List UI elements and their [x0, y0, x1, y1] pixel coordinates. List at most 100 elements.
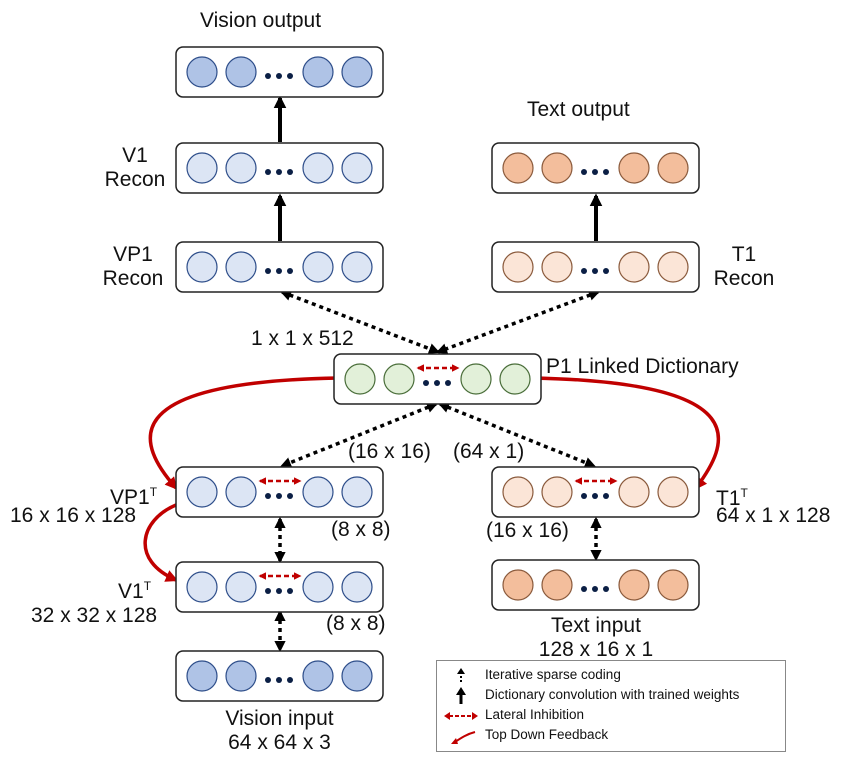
ellipsis-dot — [287, 169, 293, 175]
ellipsis-dot — [276, 588, 282, 594]
vp1t-name: VP1 — [110, 486, 150, 509]
v1t-dim-label: 32 x 32 x 128 — [31, 604, 158, 627]
vp1-recon-label-line1: VP1 — [113, 243, 153, 266]
neuron-node — [341, 571, 373, 603]
neuron-node — [341, 56, 373, 88]
text-input-label: Text input 128 x 16 x 1 — [482, 614, 710, 662]
neuron-node — [499, 363, 531, 395]
v1t-layer — [175, 561, 384, 613]
vp1-recon-label: VP1 Recon — [96, 243, 170, 291]
neuron-node — [225, 660, 257, 692]
legend-text: Lateral Inhibition — [485, 707, 585, 722]
neuron-node — [541, 476, 573, 508]
neuron-node — [302, 476, 334, 508]
ellipsis-dot — [265, 677, 271, 683]
neuron-node — [341, 660, 373, 692]
ellipsis-dot — [581, 586, 587, 592]
ellipsis-dot — [287, 268, 293, 274]
dim-1x1x512-label: 1 x 1 x 512 — [251, 327, 354, 350]
ellipsis-dot — [276, 169, 282, 175]
neuron-node — [657, 569, 689, 601]
ellipsis-dot — [276, 677, 282, 683]
ellipsis-dot — [276, 73, 282, 79]
ellipsis-dot — [276, 268, 282, 274]
ellipsis-dot — [592, 268, 598, 274]
neuron-node — [383, 363, 415, 395]
ellipsis-dot — [581, 493, 587, 499]
ellipsis-dot — [581, 169, 587, 175]
vp1t-dim-label: 16 x 16 x 128 — [10, 504, 137, 527]
ellipsis-dot — [603, 268, 609, 274]
ellipsis-dot — [581, 268, 587, 274]
ellipsis-dot — [287, 73, 293, 79]
neuron-node — [302, 571, 334, 603]
dim-8x8-upper-label: (8 x 8) — [331, 518, 391, 541]
legend-item: Dictionary convolution with trained weig… — [437, 686, 785, 706]
neuron-node — [541, 152, 573, 184]
legend-text: Top Down Feedback — [485, 727, 609, 742]
neuron-node — [618, 152, 650, 184]
neuron-node — [302, 152, 334, 184]
neuron-node — [502, 251, 534, 283]
neuron-node — [225, 152, 257, 184]
ellipsis-dot — [434, 380, 440, 386]
legend-item: Iterative sparse coding — [437, 666, 785, 686]
neuron-node — [302, 660, 334, 692]
neuron-node — [460, 363, 492, 395]
neuron-node — [618, 476, 650, 508]
vision-input-label-line2: 64 x 64 x 3 — [228, 731, 331, 754]
ellipsis-dot — [287, 493, 293, 499]
neuron-node — [225, 476, 257, 508]
v1-recon-layer — [175, 142, 384, 194]
vision-input-label: Vision input 64 x 64 x 3 — [176, 707, 383, 755]
v1t-label: V1T — [118, 574, 151, 604]
neuron-node — [541, 251, 573, 283]
neuron-node — [186, 251, 218, 283]
neuron-node — [657, 476, 689, 508]
ellipsis-dot — [276, 493, 282, 499]
vp1t-label: VP1T — [110, 480, 157, 510]
neuron-node — [657, 152, 689, 184]
red-dashed-double-arrow-icon — [444, 712, 478, 720]
neuron-node — [186, 660, 218, 692]
sparse-arrow-p1-t1recon — [435, 289, 601, 355]
dim-8x8-lower-label: (8 x 8) — [326, 612, 386, 635]
ellipsis-dot — [423, 380, 429, 386]
ellipsis-dot — [265, 268, 271, 274]
ellipsis-dot — [265, 73, 271, 79]
neuron-node — [502, 152, 534, 184]
neuron-node — [618, 569, 650, 601]
neuron-node — [186, 571, 218, 603]
legend-text: Iterative sparse coding — [485, 667, 621, 682]
text-input-label-line2: 128 x 16 x 1 — [538, 638, 654, 661]
neuron-node — [341, 251, 373, 283]
p1-linked-dictionary-label: P1 Linked Dictionary — [546, 355, 739, 378]
v1-recon-label: V1 Recon — [100, 144, 170, 192]
text-output-layer — [491, 142, 700, 194]
sparse-arrow-p1-t1t — [437, 402, 597, 468]
dim-16x16-text-label: (16 x 16) — [486, 519, 569, 542]
ellipsis-dot — [265, 493, 271, 499]
feedback-arrow-p1-to-t1t — [530, 376, 721, 491]
ellipsis-dot — [445, 380, 451, 386]
p1-linked-dictionary-layer — [333, 353, 542, 405]
legend-item: Lateral Inhibition — [437, 706, 785, 726]
neuron-node — [341, 476, 373, 508]
feedback-arrow-vp1t-to-v1t — [143, 503, 179, 582]
neuron-node — [502, 476, 534, 508]
neuron-node — [225, 251, 257, 283]
dim-16x16-top-label: (16 x 16) — [348, 440, 431, 463]
ellipsis-dot — [287, 588, 293, 594]
feedback-arrow-p1-to-vp1t — [148, 376, 339, 490]
legend-item: Top Down Feedback — [437, 726, 785, 746]
v1-recon-label-line2: Recon — [104, 168, 166, 191]
vision-input-layer — [175, 650, 384, 702]
t1-recon-label-line1: T1 — [731, 243, 757, 266]
t1t-label: T1T — [716, 481, 748, 511]
text-input-layer — [491, 559, 700, 611]
ellipsis-dot — [603, 493, 609, 499]
neuron-node — [186, 56, 218, 88]
v1t-name: V1 — [118, 580, 144, 603]
sparse-arrow-p1-vp1t — [279, 402, 439, 468]
neuron-node — [618, 251, 650, 283]
